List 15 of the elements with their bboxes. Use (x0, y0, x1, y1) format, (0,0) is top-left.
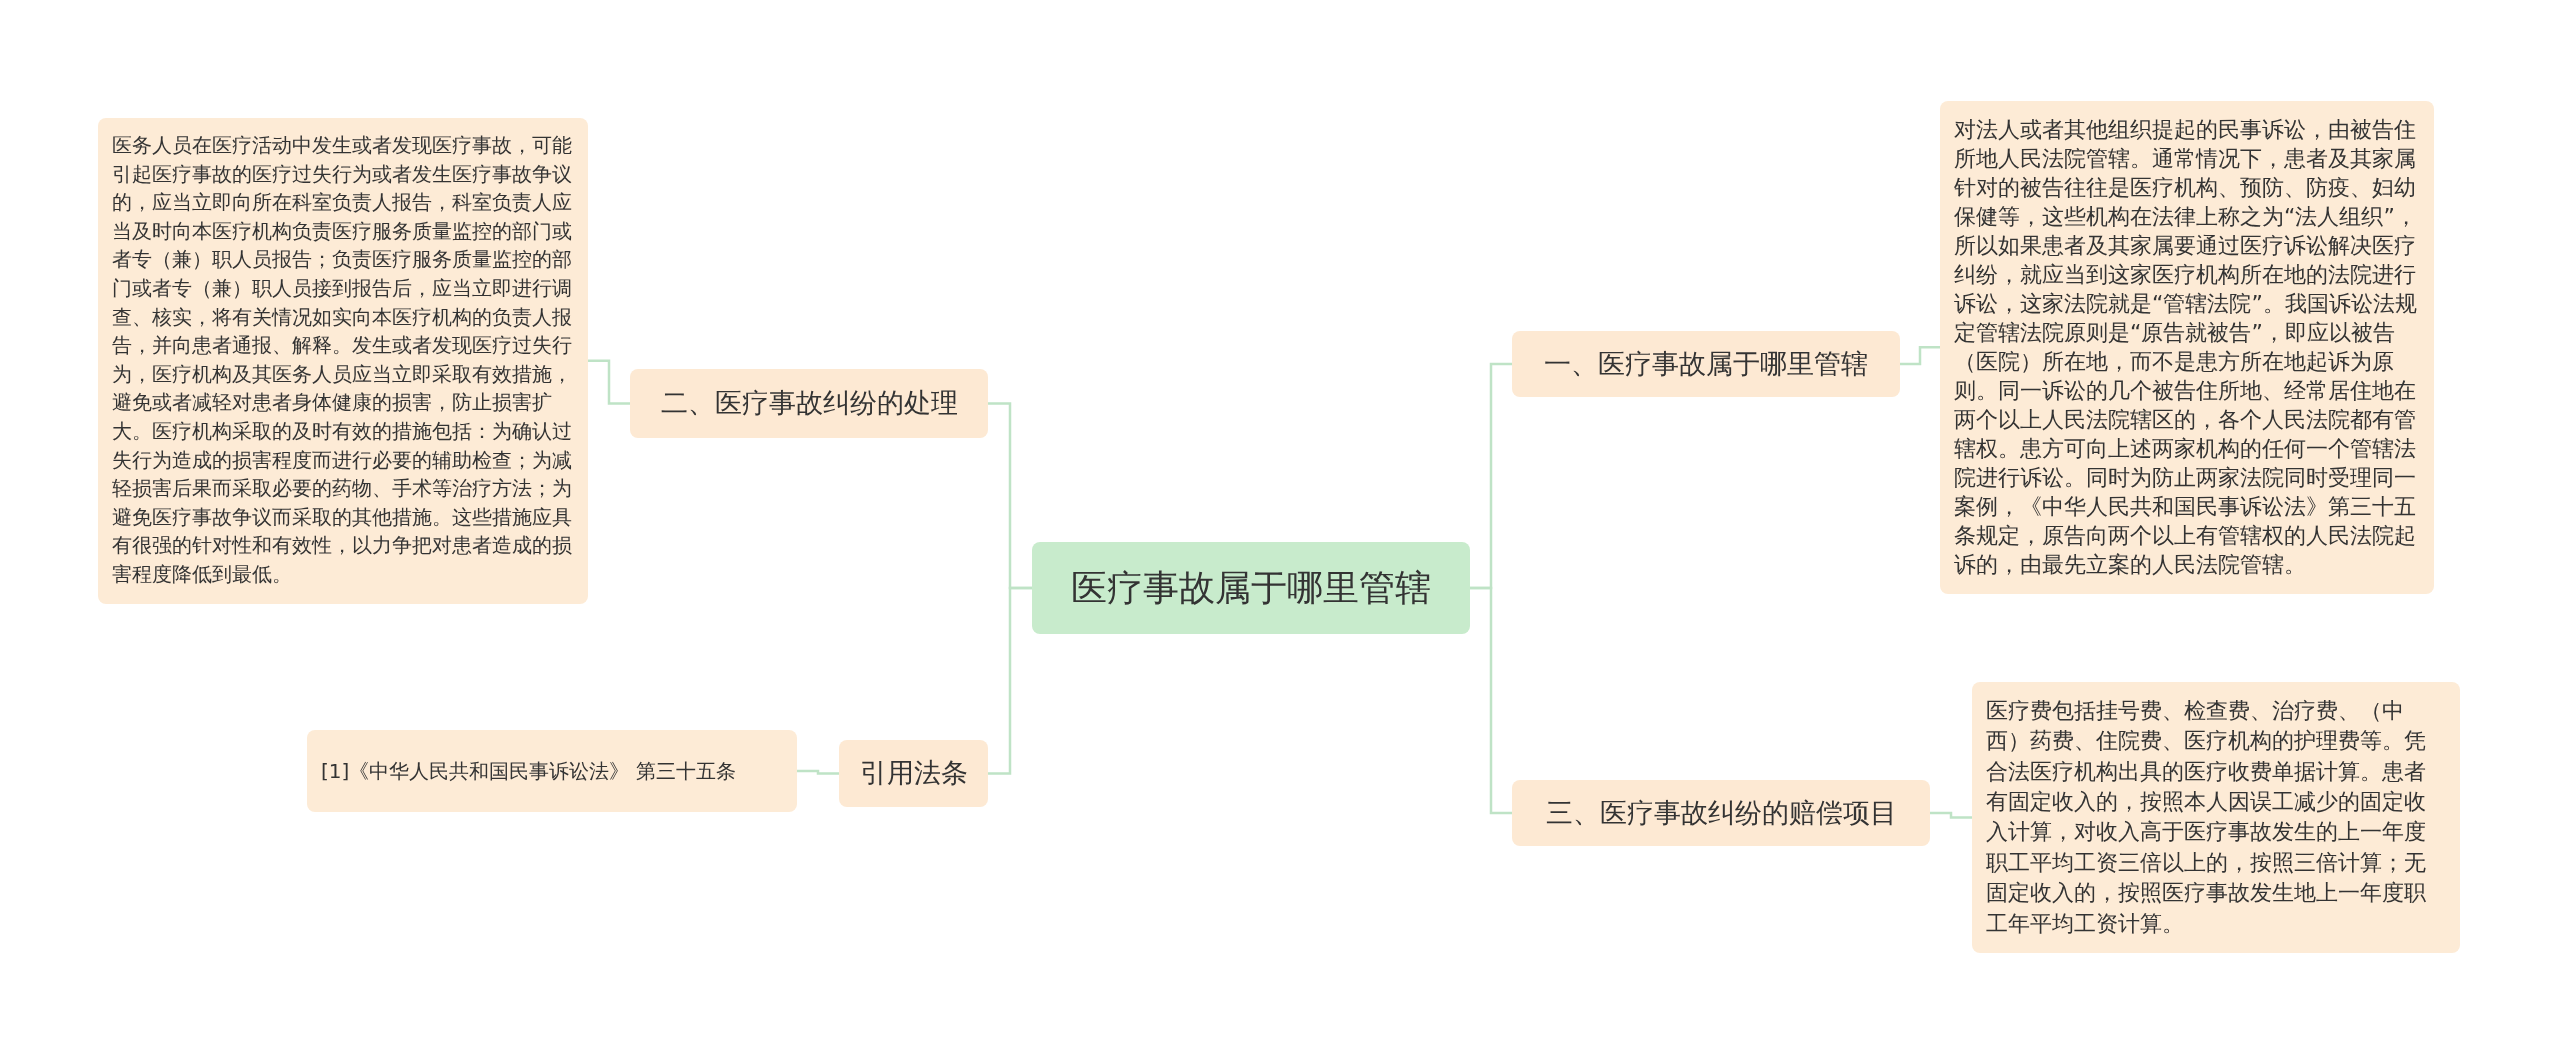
connector-line (1470, 586, 1512, 815)
topic-box: 三、医疗事故纠纷的赔偿项目 (1512, 780, 1930, 846)
root-topic-box: 医疗事故属于哪里管辖 (1032, 542, 1470, 634)
note-box: 对法人或者其他组织提起的民事诉讼，由被告住所地人民法院管辖。通常情况下，患者及其家属针对的被告往往是医疗机构、预防、防疫、妇幼保健等，这些机构在法律上称之为“法人组织”，所以如果患者及其家属要通过医疗诉讼解决医疗纠纷，就应当到这家医疗机构所在地的法院进行诉讼，这家法院就是“管辖法院”。我国诉讼法规定管辖法院原则是“原告就被告”，即应以被告（医院）所在地，而不是患方所在地起诉为原则。同一诉讼的几个被告住所地、经常居住地在两个以上人民法院辖区的，各个人民法院都有管辖权。患方可向上述两家机构的任何一个管辖法院进行诉讼。同时为防止两家法院同时受理同一案例，《中华人民共和国民事诉讼法》第三十五条规定，原告向两个以上有管辖权的人民法院起诉的，由最先立案的人民法院管辖。 (1940, 101, 2434, 594)
topic-box: 引用法条 (839, 740, 988, 807)
connector-line (797, 769, 839, 775)
connector-line (988, 586, 1032, 775)
connector-line (588, 359, 630, 405)
connector-line (1900, 346, 1940, 366)
topic-box: 一、医疗事故属于哪里管辖 (1512, 331, 1900, 397)
note-box: 医疗费包括挂号费、检查费、治疗费、（中西）药费、住院费、医疗机构的护理费等。凭合法医疗机构出具的医疗收费单据计算。患者有固定收入的，按照本人因误工减少的固定收入计算，对收入高于医疗事故发生的上一年度职工平均工资三倍以上的，按照三倍计算；无固定收入的，按照医疗事故发生地上一年度职工年平均工资计算。 (1972, 682, 2460, 953)
note-box: [1]《中华人民共和国民事诉讼法》 第三十五条 (307, 730, 797, 812)
topic-box: 二、医疗事故纠纷的处理 (630, 369, 988, 438)
note-box: 医务人员在医疗活动中发生或者发现医疗事故，可能引起医疗事故的医疗过失行为或者发生医疗事故争议的，应当立即向所在科室负责人报告，科室负责人应当及时向本医疗机构负责医疗服务质量监控的部门或者专（兼）职人员报告；负责医疗服务质量监控的部门或者专（兼）职人员接到报告后，应当立即进行调查、核实，将有关情况如实向本医疗机构的负责人报告，并向患者通报、解释。发生或者发现医疗过失行为，医疗机构及其医务人员应当立即采取有效措施，避免或者减轻对患者身体健康的损害，防止损害扩大。医疗机构采取的及时有效的措施包括：为确认过失行为造成的损害程度而进行必要的辅助检查；为减轻损害后果而采取必要的药物、手术等治疗方法；为避免医疗事故争议而采取的其他措施。这些措施应具有很强的针对性和有效性，以力争把对患者造成的损害程度降低到最低。 (98, 118, 588, 604)
connector-line (1930, 811, 1972, 819)
